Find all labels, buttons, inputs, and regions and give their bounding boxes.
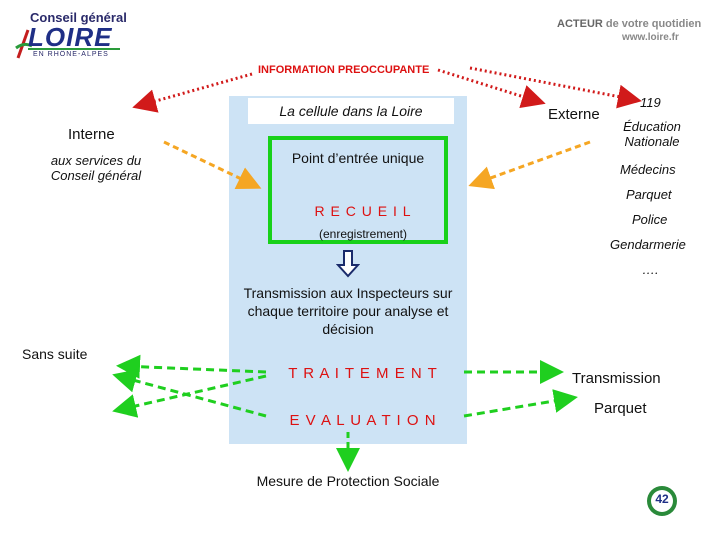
interne-detail-label: aux services du Conseil général [50, 153, 142, 183]
red-arrow-far-right [469, 66, 642, 109]
interne-label: Interne [68, 126, 115, 143]
enregistrement-label: (enregistrement) [318, 227, 408, 241]
green-arrow-right-evaluation [463, 389, 578, 418]
logo-sub: EN RHÔNE-ALPES [33, 51, 109, 58]
down-arrow-icon [336, 250, 360, 278]
logo-line1: Conseil général [30, 10, 127, 25]
point-entree-label: Point d’entrée unique [291, 150, 425, 166]
badge-42-label: 42 [655, 492, 669, 506]
externe-item-119: 119 [640, 95, 661, 110]
info-title: INFORMATION PREOCCUPANTE [258, 64, 430, 76]
logo-underline [28, 48, 120, 50]
evaluation-label: E V A L U A T I O N [289, 412, 437, 429]
externe-item-parquet: Parquet [626, 187, 672, 202]
mesure-label: Mesure de Protection Sociale [256, 473, 440, 489]
externe-item-gendarmerie: Gendarmerie [610, 237, 686, 252]
externe-item-education: Éducation Nationale [623, 119, 681, 149]
orange-arrow-left [163, 140, 262, 190]
badge-42-icon [647, 486, 677, 516]
website-link[interactable]: www.loire.fr [622, 32, 679, 43]
parquet-label: Parquet [594, 400, 647, 417]
logo-main: LOIRE [28, 22, 113, 52]
externe-item-police: Police [632, 212, 668, 227]
green-arrow-left-up [112, 369, 267, 418]
recueil-box [268, 136, 448, 244]
transmission-inspecteurs-label: Transmission aux Inspecteurs sur chaque … [243, 285, 453, 337]
cellule-label: La cellule dans la Loire [248, 98, 454, 124]
externe-item-medecins: Médecins [620, 162, 676, 177]
orange-arrow-right [468, 140, 591, 190]
red-arrow-left [132, 72, 253, 113]
externe-item-etc: …. [642, 262, 659, 277]
recueil-label: R E C U E I L [314, 203, 412, 219]
traitement-label: T R A I T E M E N T [288, 365, 438, 382]
transmission-label: Transmission [572, 370, 661, 387]
logo-swoosh-icon [15, 29, 33, 59]
red-arrow-right [437, 68, 546, 109]
externe-label: Externe [548, 106, 600, 123]
sans-suite-label: Sans suite [22, 346, 88, 362]
green-arrow-sans-suite [116, 354, 267, 379]
tagline: ACTEUR de votre quotidien [557, 18, 702, 30]
